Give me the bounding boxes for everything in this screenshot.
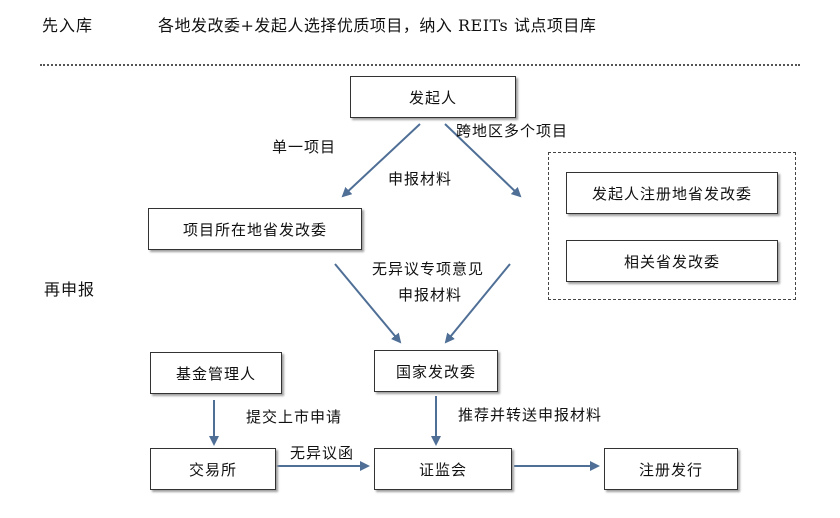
node-local-provincial-ndrc: 项目所在地省发改委 — [148, 208, 362, 250]
header-divider — [40, 64, 800, 66]
edge-label-cross-region: 跨地区多个项目 — [456, 122, 569, 140]
node-csrc: 证监会 — [374, 448, 512, 490]
edge-label-declare-materials-2: 申报材料 — [398, 286, 463, 304]
edge-label-declare-materials-1: 申报材料 — [388, 170, 453, 188]
node-sponsor-registration-ndrc: 发起人注册地省发改委 — [566, 172, 778, 214]
node-registration-issuance: 注册发行 — [604, 448, 738, 490]
edge-label-no-objection-opinion: 无异议专项意见 — [372, 260, 485, 278]
edge-label-no-objection-letter: 无异议函 — [290, 444, 355, 462]
cross-region-group — [548, 152, 796, 300]
node-exchange: 交易所 — [150, 448, 276, 490]
edge-label-submit-listing: 提交上市申请 — [246, 408, 343, 426]
arrow-local-to-national — [334, 263, 402, 344]
stage-description: 各地发改委+发起人选择优质项目，纳入 REITs 试点项目库 — [158, 16, 597, 35]
edge-label-single-project: 单一项目 — [272, 138, 337, 156]
node-fund-manager: 基金管理人 — [150, 352, 282, 394]
arrow-sponsor-to-cross — [444, 123, 522, 198]
stage-label-application: 再申报 — [44, 280, 96, 299]
stage-label-first-entry: 先入库 — [42, 16, 94, 35]
edge-label-recommend-forward: 推荐并转送申报材料 — [458, 406, 603, 424]
arrow-sponsor-to-local — [341, 123, 421, 198]
node-sponsor: 发起人 — [350, 76, 516, 118]
node-related-provincial-ndrc: 相关省发改委 — [566, 240, 778, 282]
arrow-cross-to-national — [444, 263, 511, 344]
node-national-ndrc: 国家发改委 — [374, 350, 498, 392]
